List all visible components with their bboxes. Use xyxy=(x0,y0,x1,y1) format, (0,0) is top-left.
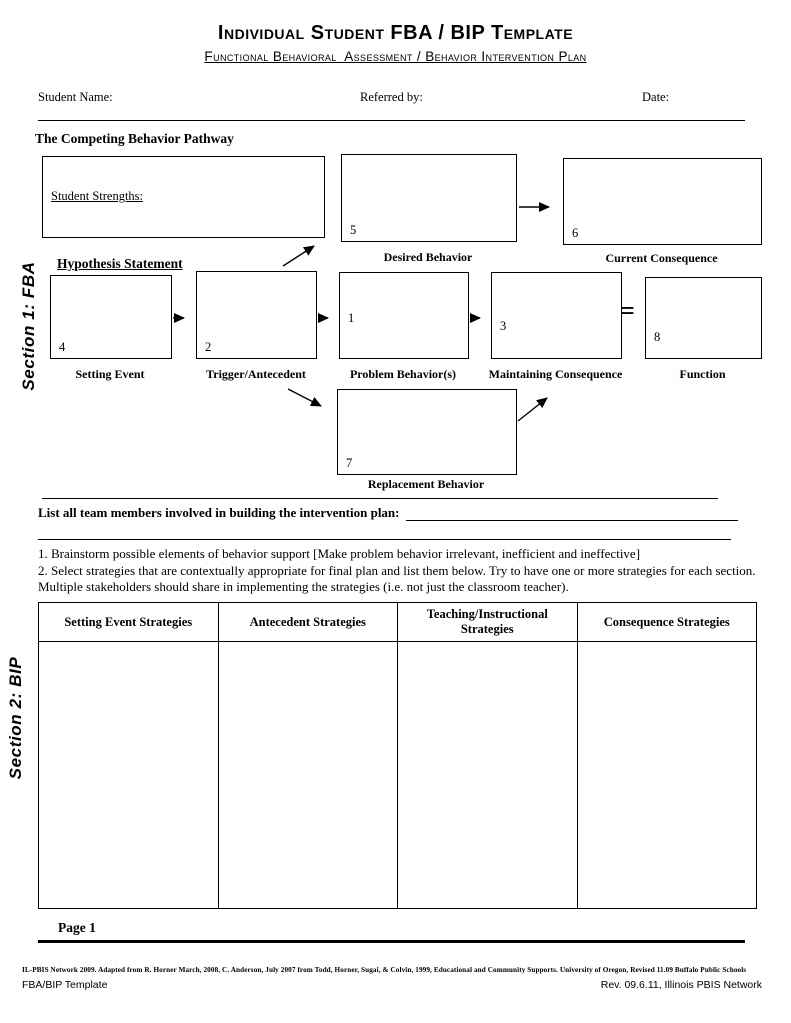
divider-above-team xyxy=(42,498,718,499)
team-members-label: List all team members involved in buildi… xyxy=(38,505,400,520)
header-divider xyxy=(38,120,745,121)
team-members-row: List all team members involved in buildi… xyxy=(38,505,738,521)
setting-event-label: Setting Event xyxy=(75,367,145,381)
consequence-strategies-cell[interactable] xyxy=(576,641,757,909)
strategies-body-row xyxy=(38,641,757,909)
footer-credits: IL-PBIS Network 2009. Adapted from R. Ho… xyxy=(22,966,747,974)
header-consequence-strategies: Consequence Strategies xyxy=(576,602,757,642)
function-box[interactable]: 8 xyxy=(645,277,762,359)
section-2-bip-label: Section 2: BIP xyxy=(6,656,25,780)
replacement-behavior-label: Replacement Behavior xyxy=(367,477,485,491)
hypothesis-statement-label: Hypothesis Statement xyxy=(57,256,183,271)
footer-row: FBA/BIP Template Rev. 09.6.11, Illinois … xyxy=(22,979,762,991)
student-strengths-label: Student Strengths: xyxy=(51,189,144,203)
instruction-1: 1. Brainstorm possible elements of behav… xyxy=(38,546,641,561)
problem-behavior-box[interactable]: 1 xyxy=(339,272,469,359)
team-members-fill-line[interactable] xyxy=(405,505,738,521)
arrow-to-replacement-behavior xyxy=(287,388,322,407)
box-number-1: 1 xyxy=(348,311,355,325)
student-strengths-box[interactable]: Student Strengths: xyxy=(42,156,325,238)
box-number-8: 8 xyxy=(654,330,661,344)
current-consequence-box[interactable]: 6 xyxy=(563,158,762,245)
box-number-3: 3 xyxy=(500,319,507,333)
current-consequence-label: Current Consequence xyxy=(605,251,718,265)
maintaining-consequence-box[interactable]: 3 xyxy=(491,272,622,359)
problem-behavior-label: Problem Behavior(s) xyxy=(349,367,457,381)
page-title: Individual Student FBA / BIP Template xyxy=(217,22,574,44)
trigger-antecedent-label: Trigger/Antecedent xyxy=(206,367,306,381)
equals-sign: = xyxy=(620,296,635,325)
strategies-header-row: Setting Event Strategies Antecedent Stra… xyxy=(38,602,757,642)
setting-event-box[interactable]: 4 xyxy=(50,275,172,359)
teaching-instructional-strategies-cell[interactable] xyxy=(397,641,578,909)
desired-behavior-label: Desired Behavior xyxy=(383,250,473,264)
strategies-table: Setting Event Strategies Antecedent Stra… xyxy=(38,602,757,909)
referred-by-label: Referred by: xyxy=(360,90,423,104)
date-label: Date: xyxy=(642,90,670,104)
function-label: Function xyxy=(679,367,726,381)
box-number-7: 7 xyxy=(346,456,353,470)
antecedent-strategies-cell[interactable] xyxy=(217,641,398,909)
footer-template-label: FBA/BIP Template xyxy=(22,979,108,991)
divider-below-team xyxy=(38,539,731,540)
page-subtitle: Functional Behavioral Assessment / Behav… xyxy=(204,49,587,64)
header-antecedent-strategies: Antecedent Strategies xyxy=(217,602,398,642)
setting-event-strategies-cell[interactable] xyxy=(38,641,219,909)
replacement-behavior-box[interactable]: 7 xyxy=(337,389,517,475)
arrow-to-desired-behavior xyxy=(282,245,315,267)
box-number-4: 4 xyxy=(59,340,66,354)
section-1-fba-label: Section 1: FBA xyxy=(19,261,38,391)
maintaining-consequence-label: Maintaining Consequence xyxy=(488,367,623,381)
box-number-6: 6 xyxy=(572,226,579,240)
student-name-label: Student Name: xyxy=(38,90,113,104)
trigger-antecedent-box[interactable]: 2 xyxy=(196,271,317,359)
box-number-5: 5 xyxy=(350,223,357,237)
instructions: 1. Brainstorm possible elements of behav… xyxy=(38,546,766,596)
desired-behavior-box[interactable]: 5 xyxy=(341,154,517,242)
header-teaching-instructional-strategies: Teaching/Instructional Strategies xyxy=(397,602,578,642)
footer-divider xyxy=(38,940,745,943)
page-number-label: Page 1 xyxy=(58,920,96,935)
footer-revision-label: Rev. 09.6.11, Illinois PBIS Network xyxy=(600,979,762,991)
arrow-replacement-to-maintaining xyxy=(517,397,548,422)
pathway-heading: The Competing Behavior Pathway xyxy=(35,131,234,146)
header-setting-event-strategies: Setting Event Strategies xyxy=(38,602,219,642)
instruction-2: 2. Select strategies that are contextual… xyxy=(38,562,756,595)
box-number-2: 2 xyxy=(205,340,212,354)
